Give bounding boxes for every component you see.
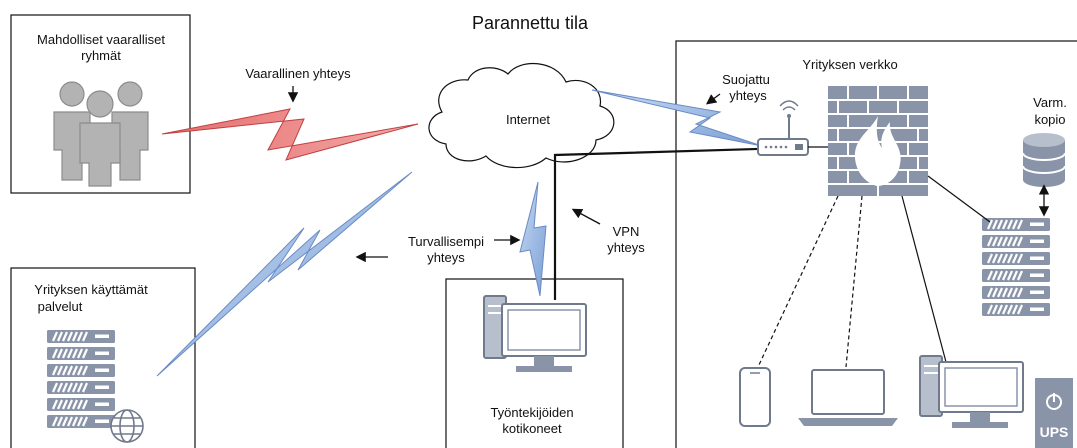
company-services-box <box>10 267 196 448</box>
firewall-laptop-link <box>845 195 863 368</box>
firewall-server-link <box>927 175 991 223</box>
vpn-line <box>553 146 791 300</box>
safer-connection-label-2: yhteys <box>427 250 465 265</box>
backup-label-2: kopio <box>1034 112 1065 127</box>
vpn-label-2: yhteys <box>607 240 645 255</box>
phone-icon <box>739 367 771 427</box>
internet-cloud: Internet <box>428 62 615 169</box>
safer-connection-label-1: Turvallisempi <box>408 234 484 249</box>
vpn-arrow <box>571 208 601 225</box>
company-network-box <box>675 40 1077 448</box>
threat-groups-label-2: ryhmät <box>81 48 121 63</box>
home-computers-label-2: kotikoneet <box>502 421 562 436</box>
protected-arrow <box>705 93 721 105</box>
desktop-icon <box>919 355 1024 428</box>
home-desktop-icon <box>483 295 587 372</box>
company-services-label-1: Yrityksen käyttämät <box>34 282 148 297</box>
safer-connection-bolt <box>156 171 413 377</box>
home-connection-bolt <box>519 181 547 297</box>
people-icon <box>53 81 149 187</box>
diagram-title: Parannettu tila <box>472 13 589 33</box>
internet-label: Internet <box>506 112 550 127</box>
company-network-label: Yrityksen verkko <box>802 57 897 72</box>
dangerous-connection-label: Vaarallinen yhteys <box>245 66 351 81</box>
threat-groups-box <box>10 14 191 194</box>
threat-groups-label-1: Mahdolliset vaaralliset <box>37 32 165 47</box>
globe-icon <box>110 409 144 443</box>
firewall-phone-link <box>757 195 839 368</box>
home-computers-label-1: Työntekijöiden <box>490 405 573 420</box>
backup-label-1: Varm. <box>1033 95 1067 110</box>
database-icon <box>1022 133 1066 187</box>
protected-connection-label-1: Suojattu <box>722 72 770 87</box>
dangerous-connection-bolt <box>161 108 419 161</box>
router-icon <box>757 100 809 156</box>
company-services-label-2: palvelut <box>38 299 83 314</box>
firewall-desktop-link <box>901 195 947 363</box>
vpn-label-1: VPN <box>613 224 640 239</box>
protected-connection-label-2: yhteys <box>729 88 767 103</box>
home-computers-box <box>445 278 624 448</box>
ups-label: UPS <box>1040 424 1069 440</box>
laptop-icon <box>798 369 898 426</box>
firewall-icon <box>828 86 928 196</box>
network-server-icon <box>980 216 1052 318</box>
ups-icon: UPS <box>1035 378 1073 448</box>
services-server-icon <box>45 328 117 430</box>
